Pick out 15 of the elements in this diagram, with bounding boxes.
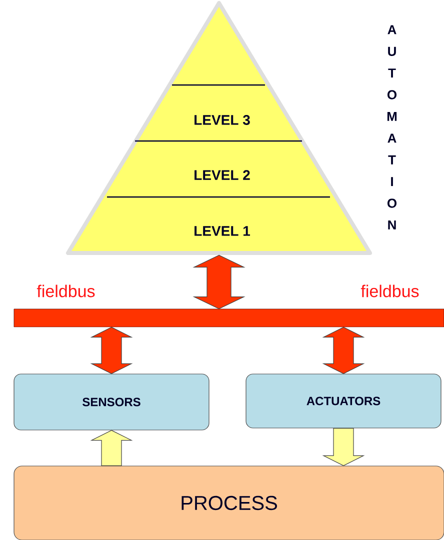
fieldbus-bar [14, 308, 444, 328]
level-label: LEVEL 3 [194, 115, 250, 125]
bus-label: fieldbus [360, 284, 419, 298]
block-arrow [192, 254, 246, 310]
device-box: ACTUATORS [246, 374, 442, 428]
block-arrow [322, 428, 365, 466]
process-box: PROCESS [14, 466, 444, 540]
block-arrow [90, 326, 133, 374]
block-arrow [322, 326, 365, 374]
level-label: LEVEL 1 [194, 226, 250, 236]
device-box: SENSORS [14, 374, 210, 430]
level-label: LEVEL 2 [194, 170, 250, 180]
vertical-label: AUTOMATION [387, 25, 397, 230]
bus-label: fieldbus [36, 284, 95, 298]
pyramid [66, 1, 372, 255]
